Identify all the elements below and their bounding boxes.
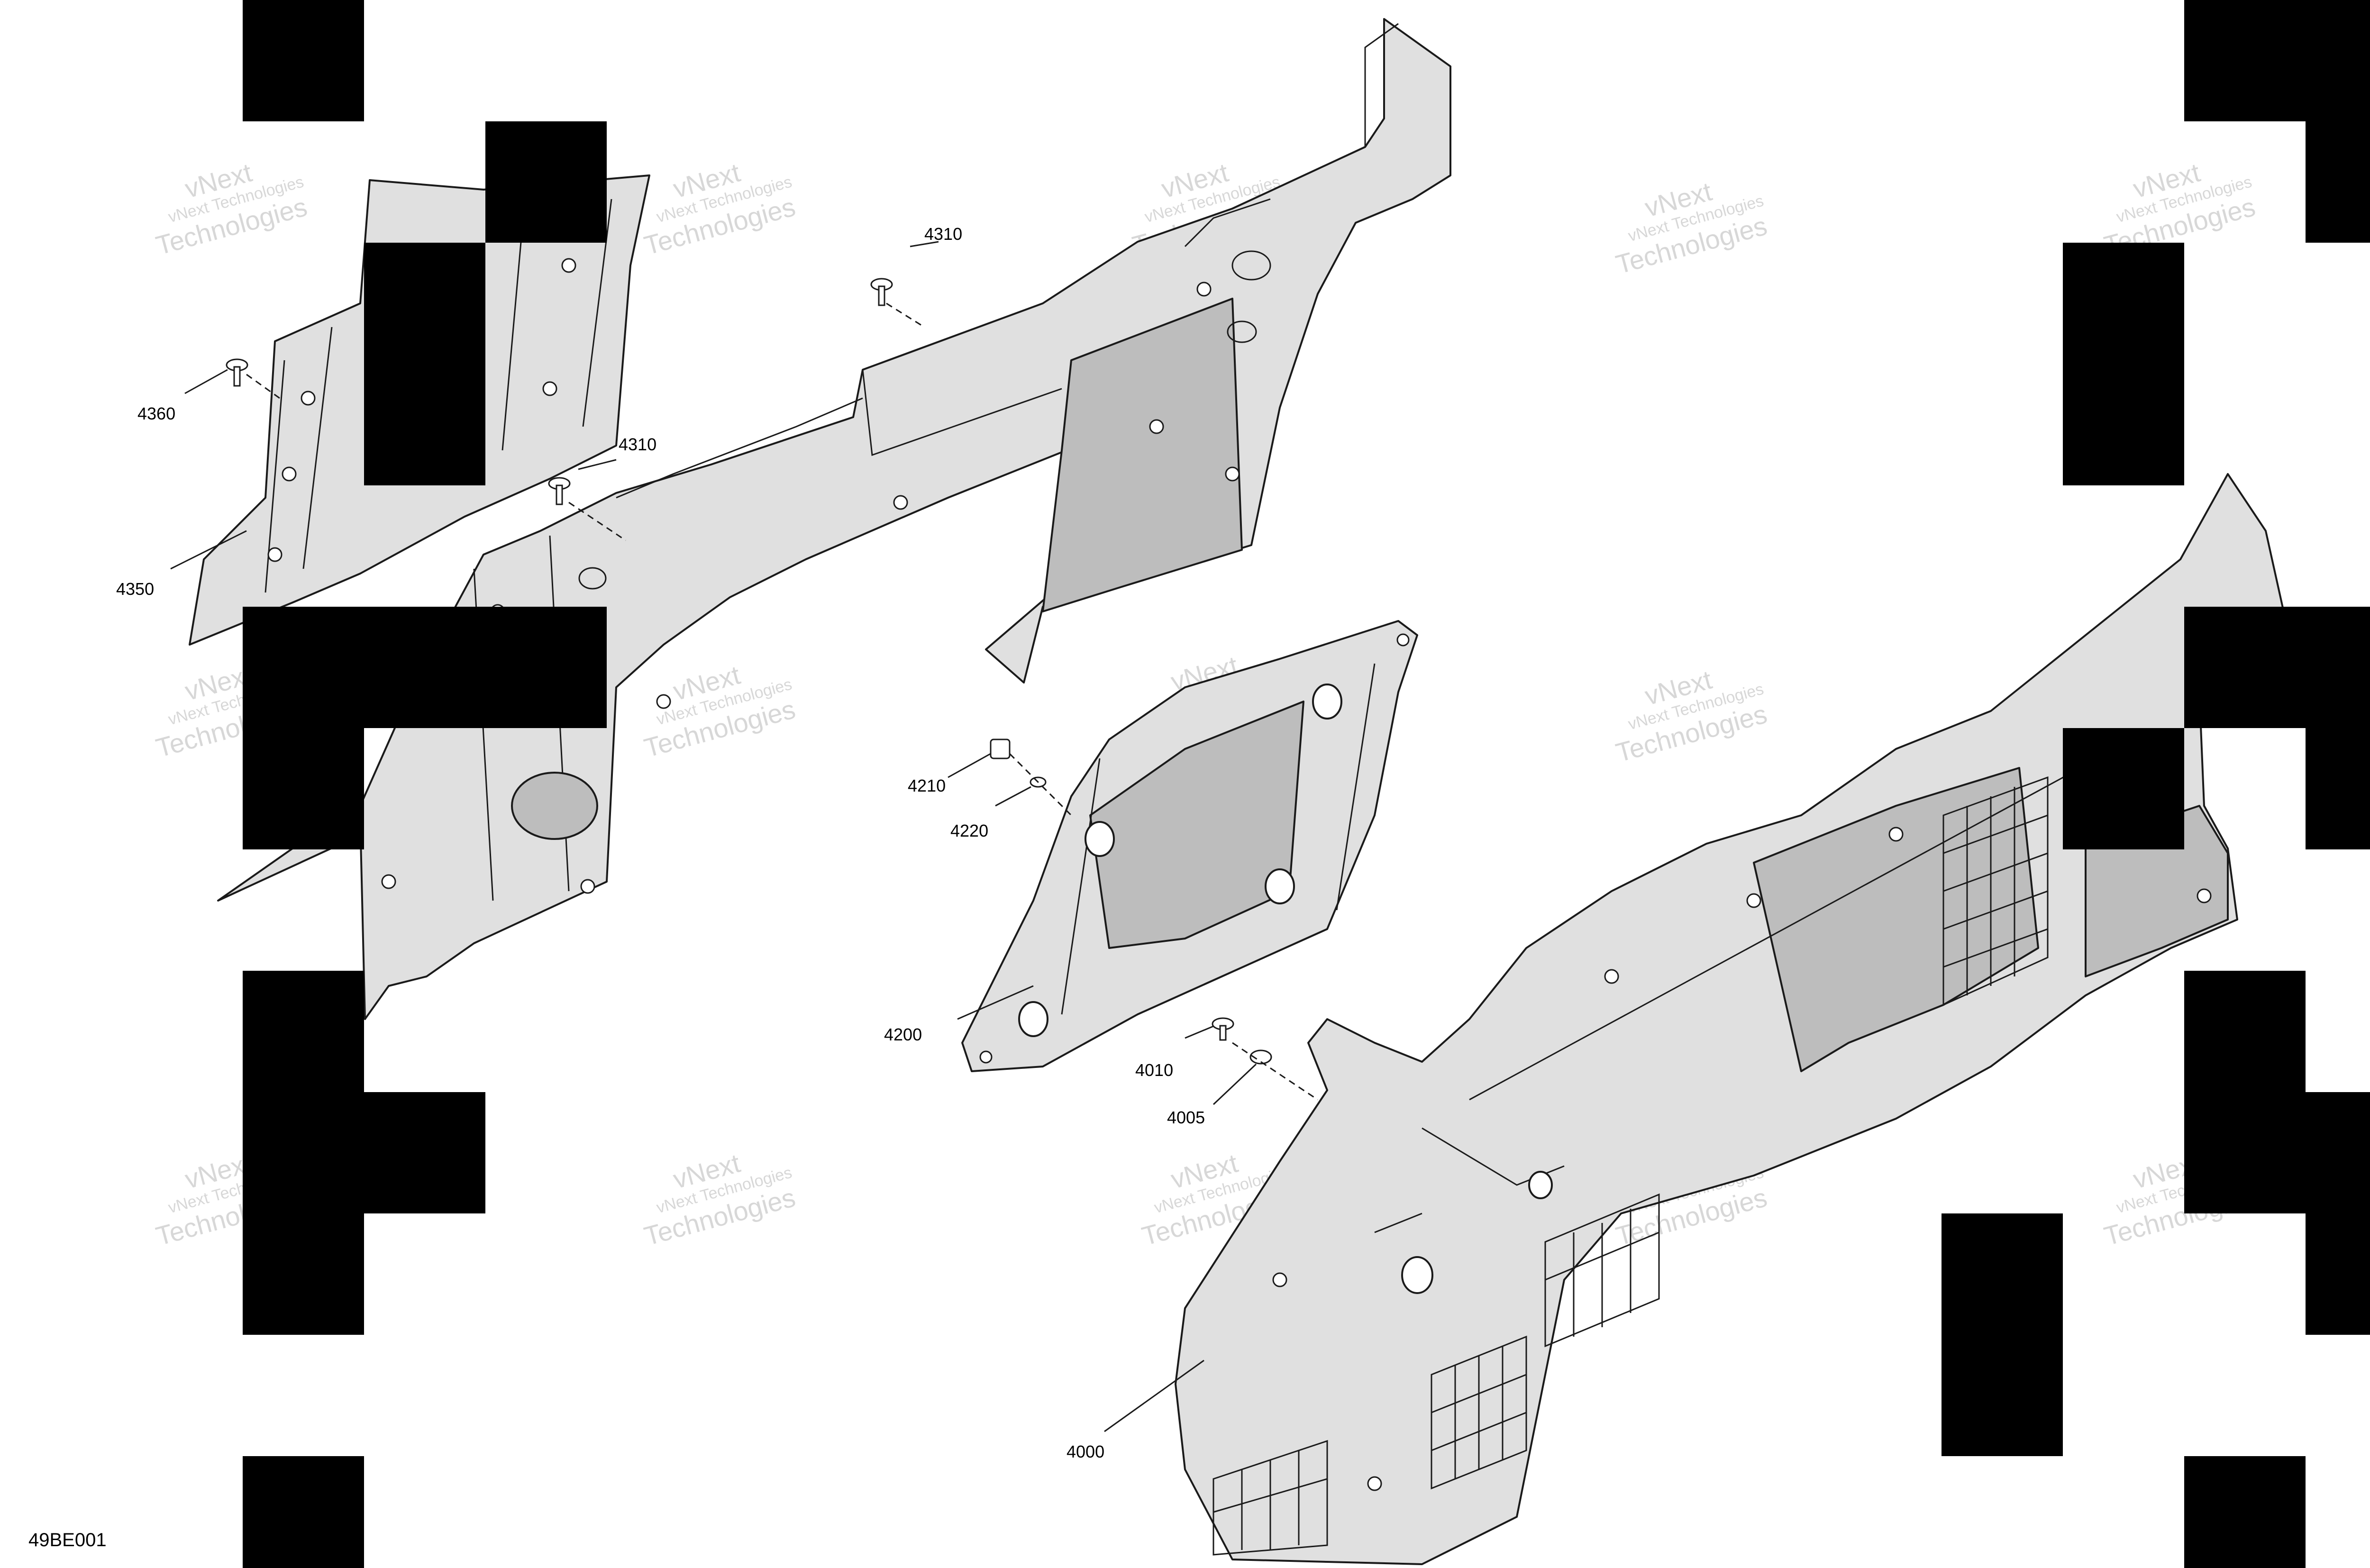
callout-labels: 4310 4310 4360 4350 4210 4220 4200 4010 … [116, 224, 1205, 1461]
frame-grid [1212, 776, 2049, 1556]
part-main-side-panel [217, 18, 1451, 1020]
fastener-4210 [990, 738, 1011, 759]
callout-4010: 4010 [1135, 1060, 1173, 1080]
redaction-block [243, 728, 364, 849]
redaction-block [2063, 728, 2184, 849]
redaction-block [1942, 1213, 2063, 1456]
redaction-block [243, 607, 607, 728]
redaction-block [243, 0, 364, 121]
redaction-block [2184, 607, 2306, 728]
callout-4310-a: 4310 [924, 224, 962, 244]
callout-4360: 4360 [137, 404, 175, 423]
callout-4000: 4000 [1066, 1442, 1104, 1461]
fastener-4310-a [870, 278, 893, 306]
callout-4210: 4210 [908, 776, 946, 795]
washer-4005 [1249, 1049, 1272, 1065]
callout-4200: 4200 [884, 1025, 922, 1044]
fastener-4010 [1212, 1017, 1234, 1041]
redaction-block [364, 1092, 485, 1213]
redaction-blocks [243, 0, 2370, 1568]
callout-4310-b: 4310 [619, 435, 656, 454]
fastener-4360 [226, 358, 248, 387]
redaction-block [2184, 0, 2306, 121]
leader-lines [170, 241, 1318, 1432]
redaction-block [2184, 1456, 2306, 1568]
callout-4005: 4005 [1167, 1108, 1205, 1127]
redaction-block [2306, 0, 2370, 243]
redaction-block [2306, 1092, 2370, 1335]
fastener-4310-b [548, 477, 571, 505]
part-4000-frame [1175, 473, 2286, 1565]
diagram-reference-code: 49BE001 [28, 1530, 107, 1550]
redaction-block [2306, 607, 2370, 849]
redaction-block [2184, 971, 2306, 1213]
redaction-block [243, 971, 364, 1335]
redaction-block [364, 243, 485, 485]
redaction-block [2063, 243, 2184, 485]
redaction-block [485, 121, 607, 243]
part-4200-panel [961, 620, 1418, 1072]
redaction-block [243, 1456, 364, 1568]
callout-4220: 4220 [950, 821, 988, 840]
callout-4350: 4350 [116, 579, 154, 599]
